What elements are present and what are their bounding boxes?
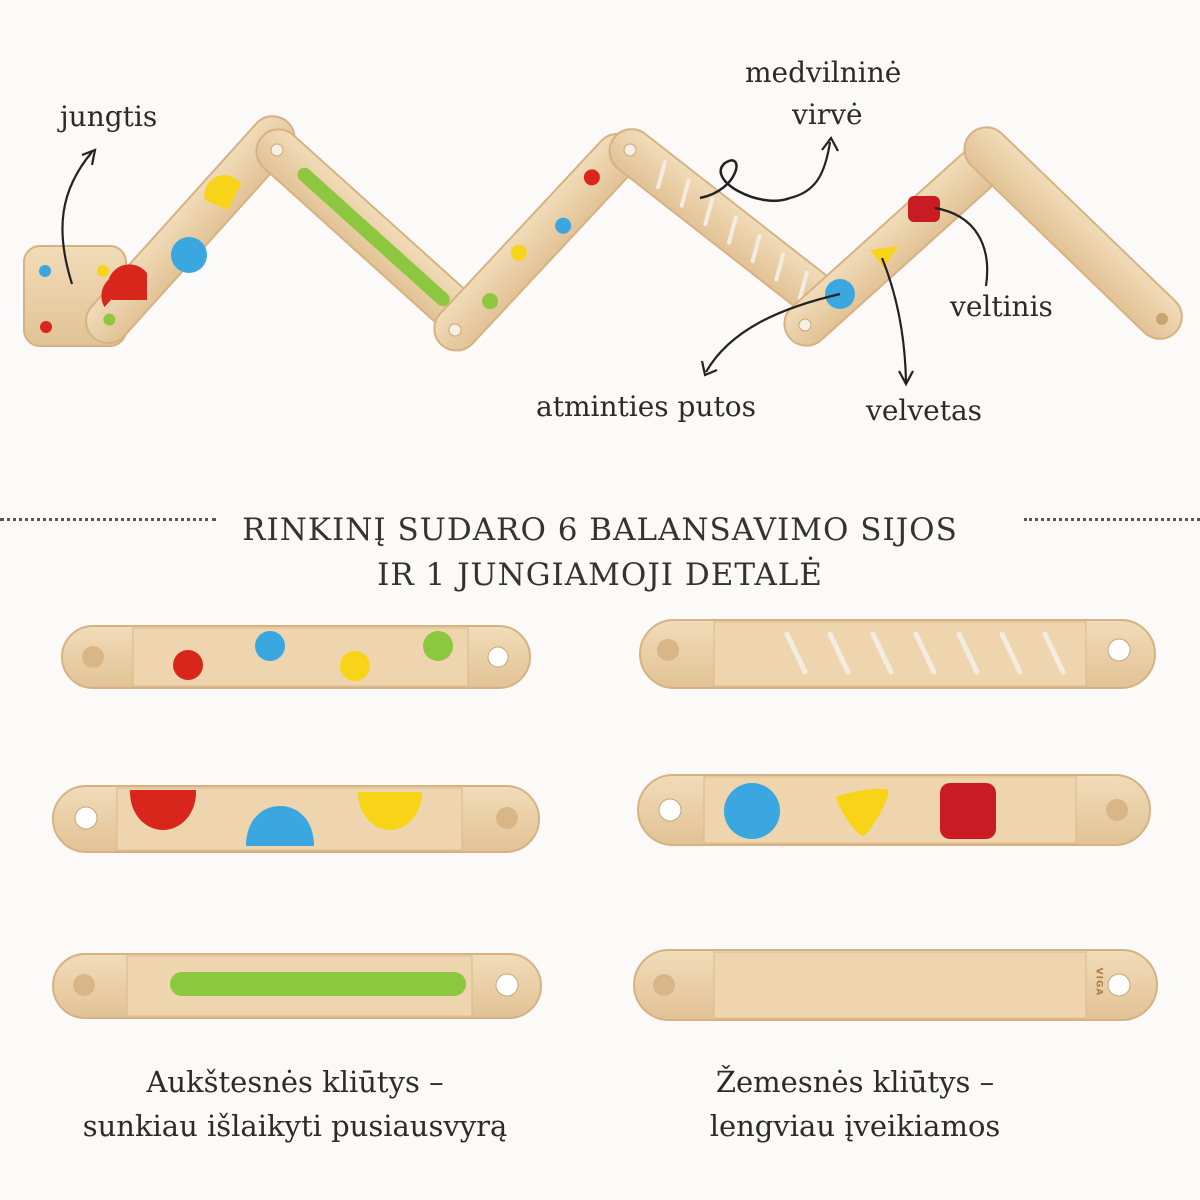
caption-right-line2: lengviau įveikiamos bbox=[709, 1109, 1001, 1143]
label-velvet: velvetas bbox=[866, 394, 983, 427]
zigzag-assembly bbox=[23, 115, 1183, 352]
zigzag-red-felt bbox=[908, 196, 940, 222]
rope-loop bbox=[699, 159, 791, 203]
arrow-velvet bbox=[880, 257, 908, 383]
brand-mark: VIGA bbox=[1093, 967, 1104, 997]
beam-plain bbox=[633, 949, 1158, 1021]
connector-dot-yellow bbox=[97, 265, 109, 277]
arrow-felt bbox=[934, 206, 989, 287]
zigzag-yellow-half bbox=[204, 175, 241, 210]
caption-right-line1: Žemesnės kliūtys – bbox=[715, 1065, 995, 1099]
zigzag-red-half bbox=[107, 264, 147, 300]
arrow-rope bbox=[789, 141, 832, 200]
beam-greenbar bbox=[52, 953, 542, 1019]
caption-left: Aukštesnės kliūtys – sunkiau išlaikyti p… bbox=[20, 1060, 570, 1148]
connector-dot-red bbox=[40, 321, 52, 333]
label-felt: veltinis bbox=[950, 290, 1053, 323]
label-connector: jungtis bbox=[60, 100, 158, 133]
label-rope-line1: medvilninė bbox=[745, 56, 902, 89]
heading-line1: RINKINĮ SUDARO 6 BALANSAVIMO SIJOS bbox=[242, 512, 958, 548]
caption-left-line2: sunkiau išlaikyti pusiausvyrą bbox=[82, 1109, 508, 1143]
zigzag-beam-6 bbox=[963, 126, 1183, 340]
zigzag-blue-half bbox=[171, 237, 207, 273]
arrow-foam bbox=[705, 292, 841, 373]
beam-halfdiscs bbox=[52, 785, 540, 853]
connector-dot-blue bbox=[39, 265, 51, 277]
annotation-arrows bbox=[61, 135, 989, 387]
zigzag-yellow-velvet bbox=[870, 246, 898, 268]
label-rope-line2: virvė bbox=[792, 98, 863, 131]
heading-line2: IR 1 JUNGIAMOJI DETALĖ bbox=[377, 557, 823, 593]
zigzag-beam-3 bbox=[433, 132, 641, 352]
zigzag-beam-4 bbox=[608, 128, 849, 326]
caption-right: Žemesnės kliūtys – lengviau įveikiamos bbox=[640, 1060, 1070, 1148]
beam-dots bbox=[61, 625, 531, 689]
arrow-connector bbox=[61, 151, 93, 285]
divider-right bbox=[1024, 518, 1200, 521]
label-memory-foam: atminties putos bbox=[536, 390, 756, 423]
beam-textures bbox=[637, 774, 1151, 846]
caption-left-line1: Aukštesnės kliūtys – bbox=[146, 1065, 444, 1099]
divider-left bbox=[0, 518, 216, 521]
beam-rope bbox=[639, 619, 1156, 689]
